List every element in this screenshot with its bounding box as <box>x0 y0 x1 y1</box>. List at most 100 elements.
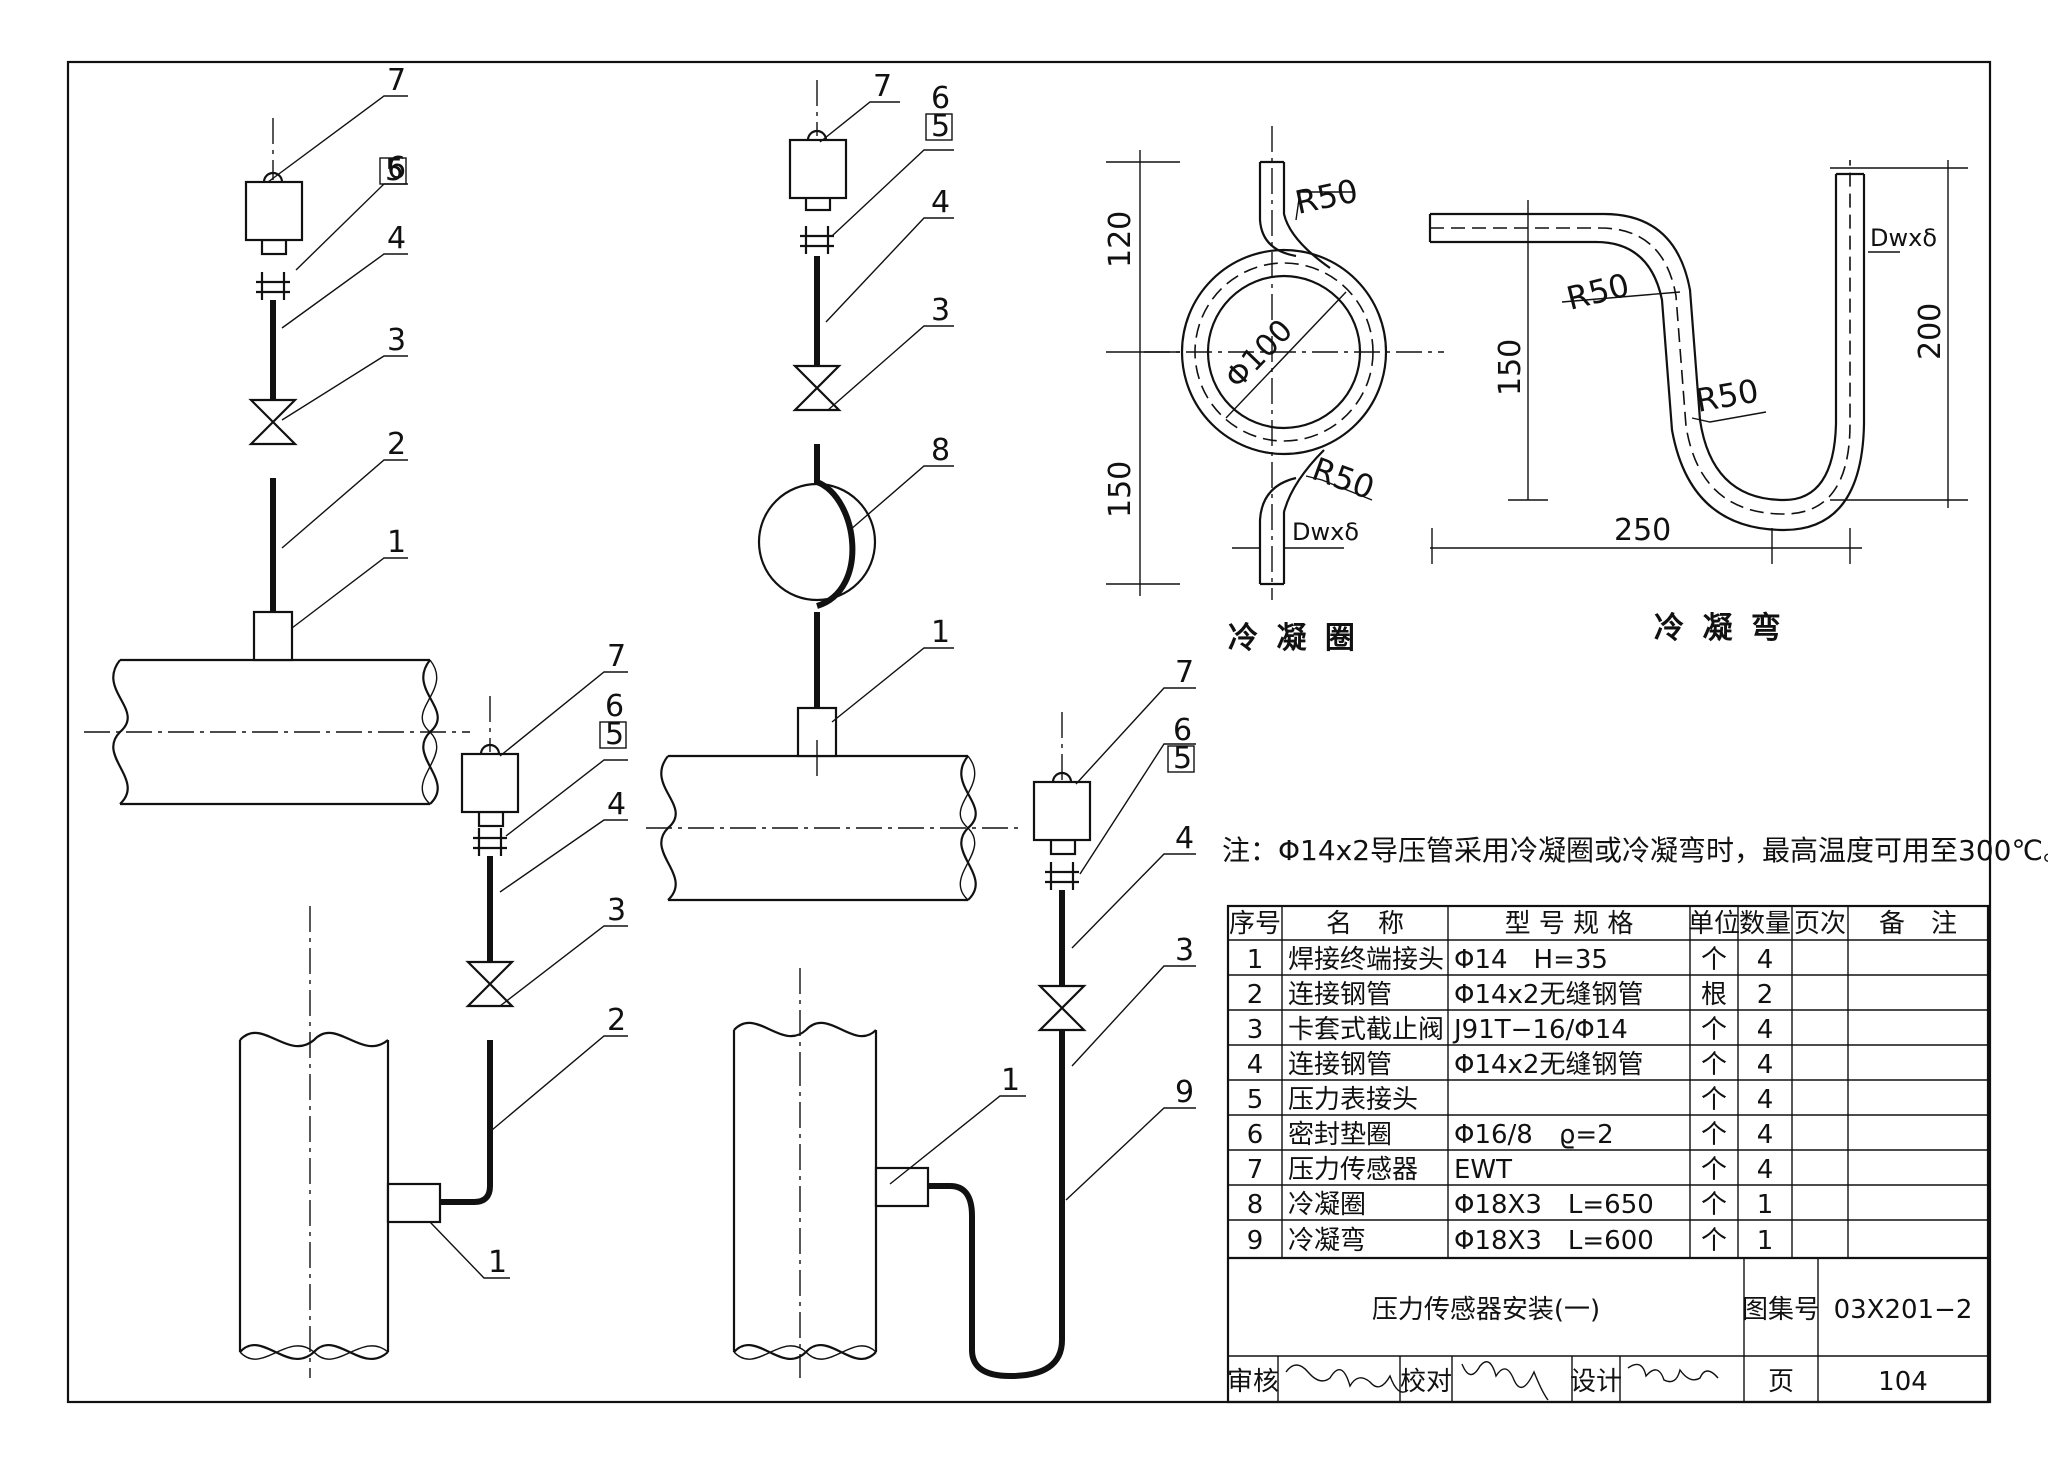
callout-v4-3: 3 <box>1175 933 1194 968</box>
svg-text:1: 1 <box>1757 1190 1774 1220</box>
review-label: 审核 <box>1227 1367 1279 1397</box>
hdr-unit: 单位 <box>1688 909 1740 939</box>
table-row: 1 焊接终端接头 Φ14 H=35 个 4 <box>1247 945 1774 975</box>
atlas-label: 图集号 <box>1742 1295 1820 1325</box>
atlas-number: 03X201−2 <box>1834 1295 1973 1325</box>
callout-v3-1: 1 <box>488 1245 507 1280</box>
callout-v2-1: 1 <box>931 615 950 650</box>
svg-text:Φ18X3 L=600: Φ18X3 L=600 <box>1454 1226 1654 1256</box>
hdr-name: 名 称 <box>1326 909 1404 939</box>
callout-v1-3: 3 <box>387 323 406 358</box>
table-row: 9 冷凝弯 Φ18X3 L=600 个 1 <box>1247 1226 1774 1256</box>
svg-text:4: 4 <box>1757 1085 1774 1115</box>
view-3-vertical-pipe <box>238 696 520 1378</box>
callout-v3-3: 3 <box>607 893 626 928</box>
pressure-sensor-4 <box>1032 780 1092 842</box>
svg-text:连接钢管: 连接钢管 <box>1288 980 1392 1010</box>
svg-text:7: 7 <box>1247 1155 1264 1185</box>
leaders-view-4 <box>889 687 1196 1201</box>
svg-text:Φ14x2无缝钢管: Φ14x2无缝钢管 <box>1454 980 1643 1010</box>
dim-bend-pipe: Dwxδ <box>1870 224 1937 252</box>
svg-text:5: 5 <box>1247 1085 1264 1115</box>
svg-text:个: 个 <box>1701 1050 1727 1080</box>
condensing-coil-8 <box>757 482 877 602</box>
svg-text:冷凝圈: 冷凝圈 <box>1288 1190 1366 1220</box>
condensing-bend-9 <box>928 1076 1065 1380</box>
svg-text:个: 个 <box>1701 1085 1727 1115</box>
svg-text:个: 个 <box>1701 1190 1727 1220</box>
dim-coil-top: 120 <box>1103 211 1138 268</box>
pressure-sensor-2 <box>788 138 848 200</box>
callout-v2-7: 7 <box>873 69 892 104</box>
title-block: 压力传感器安装(一) 图集号 03X201−2 审核 校对 设计 页 104 <box>1227 1295 1972 1397</box>
svg-text:2: 2 <box>1247 980 1264 1010</box>
table-row: 8 冷凝圈 Φ18X3 L=650 个 1 <box>1247 1190 1774 1220</box>
temperature-note: 注：Φ14x2导压管采用冷凝圈或冷凝弯时，最高温度可用至300℃。 <box>1222 834 2048 867</box>
svg-text:8: 8 <box>1247 1190 1264 1220</box>
svg-text:个: 个 <box>1701 1155 1727 1185</box>
dim-coil-radius-bottom: R50 <box>1307 450 1379 507</box>
stop-valve-1 <box>248 398 298 446</box>
view-4-vertical-pipe-bend <box>732 712 1092 1380</box>
sheet-frame <box>66 60 1992 1404</box>
svg-text:Φ16/8 ϱ=2: Φ16/8 ϱ=2 <box>1454 1120 1614 1150</box>
callout-numbers: 7 6 5 4 3 2 1 7 6 5 4 3 8 1 7 6 5 4 3 2 … <box>385 63 1194 1280</box>
callout-v4-6: 6 <box>1173 713 1192 748</box>
hdr-page: 页次 <box>1794 909 1846 939</box>
leaders-view-3 <box>429 671 628 1279</box>
svg-text:4: 4 <box>1757 1155 1774 1185</box>
pressure-sensor-1 <box>244 180 304 242</box>
dim-coil-radius-top: R50 <box>1292 172 1361 222</box>
callout-v2-3: 3 <box>931 293 950 328</box>
callout-v2-5: 5 <box>931 109 950 144</box>
callout-v1-6: 6 <box>387 151 406 186</box>
hdr-no: 序号 <box>1229 909 1281 939</box>
svg-text:4: 4 <box>1247 1050 1264 1080</box>
table-row: 7 压力传感器 EWT 个 4 <box>1247 1155 1774 1185</box>
callout-v4-7: 7 <box>1175 655 1194 690</box>
stop-valve-2 <box>792 364 842 412</box>
svg-text:2: 2 <box>1757 980 1774 1010</box>
svg-text:焊接终端接头: 焊接终端接头 <box>1288 945 1444 975</box>
view-1-horizontal-pipe <box>84 118 470 806</box>
view-2-horizontal-pipe-coil <box>646 80 1020 902</box>
callout-v1-5: 5 <box>385 153 404 188</box>
svg-text:3: 3 <box>1247 1015 1264 1045</box>
callout-v2-4: 4 <box>931 185 950 220</box>
svg-text:9: 9 <box>1247 1226 1264 1256</box>
condensing-bend-detail <box>1428 160 1968 564</box>
condensing-coil-detail <box>1106 126 1444 600</box>
table-row: 5 压力表接头 个 4 <box>1247 1085 1774 1115</box>
weld-joint-3 <box>386 1182 442 1224</box>
svg-text:6: 6 <box>1247 1120 1264 1150</box>
svg-text:个: 个 <box>1701 945 1727 975</box>
table-headers: 序号 名 称 型 号 规 格 单位 数量 页次 备 注 <box>1229 909 1957 939</box>
svg-text:根: 根 <box>1701 980 1727 1010</box>
svg-text:压力传感器: 压力传感器 <box>1288 1155 1418 1185</box>
dim-bend-radius-upper: R50 <box>1563 266 1633 318</box>
callout-v3-4: 4 <box>607 787 626 822</box>
callout-v3-7: 7 <box>607 639 626 674</box>
svg-text:卡套式截止阀: 卡套式截止阀 <box>1288 1015 1444 1045</box>
design-label: 设计 <box>1570 1367 1622 1397</box>
table-row: 3 卡套式截止阀 J91T−16/Φ14 个 4 <box>1247 1015 1774 1045</box>
svg-text:EWT: EWT <box>1454 1155 1512 1185</box>
bend-detail-title: 冷 凝 弯 <box>1654 611 1785 646</box>
svg-text:Φ18X3 L=650: Φ18X3 L=650 <box>1454 1190 1654 1220</box>
stop-valve-3 <box>465 960 515 1008</box>
hdr-qty: 数量 <box>1739 909 1791 939</box>
table-rows: 1 焊接终端接头 Φ14 H=35 个 4 2 连接钢管 Φ14x2无缝钢管 根… <box>1247 945 1774 1256</box>
callout-v4-1: 1 <box>1001 1063 1020 1098</box>
leaders-view-2 <box>819 101 954 723</box>
table-row: 6 密封垫圈 Φ16/8 ϱ=2 个 4 <box>1247 1120 1774 1150</box>
dim-coil-bottom: 150 <box>1103 461 1138 518</box>
dimension-texts: 120 150 Φ100 R50 R50 Dwxδ 冷 凝 圈 150 200 … <box>1103 172 1948 656</box>
dim-bend-height-left: 150 <box>1493 339 1528 396</box>
svg-text:个: 个 <box>1701 1015 1727 1045</box>
check-label: 校对 <box>1400 1367 1452 1397</box>
drawing-title: 压力传感器安装(一) <box>1372 1295 1600 1325</box>
page-label: 页 <box>1768 1367 1794 1397</box>
dim-bend-height-right: 200 <box>1913 303 1948 360</box>
